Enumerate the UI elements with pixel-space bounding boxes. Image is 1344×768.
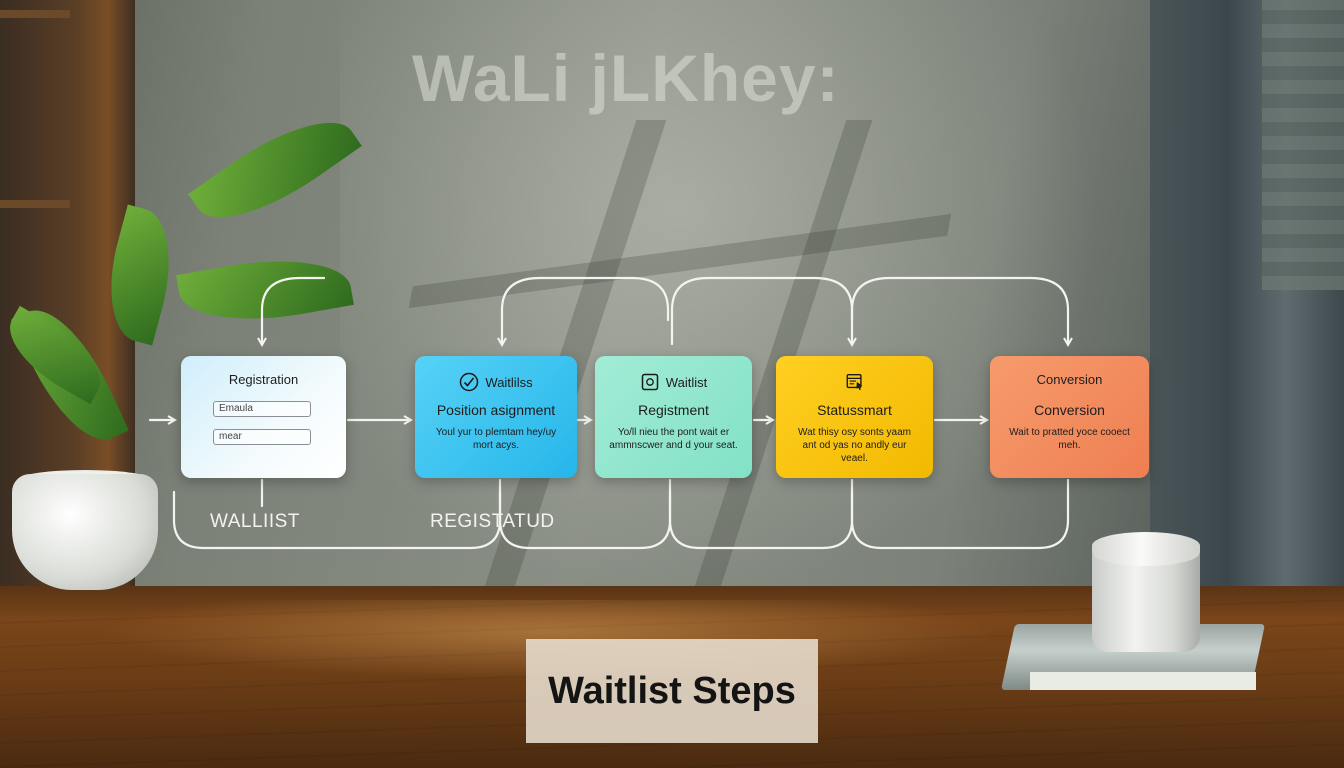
loop-top-3: [670, 276, 852, 344]
window-light: [340, 0, 1100, 600]
email-field[interactable]: Emaula: [213, 401, 311, 417]
card-header: [776, 372, 933, 392]
card-title: Conversion: [1034, 402, 1105, 418]
card-title: Registment: [638, 402, 709, 418]
card-title: Statussmart: [817, 402, 892, 418]
calendar-cursor-icon: [845, 372, 865, 392]
step-card-registration[interactable]: Registration Emaula mear: [181, 356, 346, 478]
card-description: Wait to pratted yoce cooect meh.: [1009, 427, 1130, 451]
card-header: Waitlilss: [415, 372, 577, 392]
shelf-board: [0, 200, 70, 208]
name-field[interactable]: mear: [213, 429, 311, 445]
loop-bottom-4: [850, 478, 1070, 550]
check-circle-icon: [459, 372, 479, 392]
step-card-registment[interactable]: Waitlist Registment Yo/ll nieu the pont …: [595, 356, 752, 478]
card-header: Registration: [181, 372, 346, 387]
card-description: Yo/ll nieu the pont wait er ammnscwer an…: [609, 427, 738, 451]
step-card-status[interactable]: Statussmart Wat thisy osy sonts yaam ant…: [776, 356, 933, 478]
loop-bottom-3: [668, 478, 854, 550]
window: [1262, 0, 1344, 290]
card-header-label: Waitlist: [665, 374, 708, 390]
loop-bottom-2: [498, 478, 672, 550]
card-header-label: Waitlilss: [485, 374, 533, 390]
card-title: Position asignment: [436, 402, 556, 418]
flow-label-waitlist: WALLIIST: [210, 511, 300, 532]
loop-bottom-1: [172, 478, 502, 550]
flow-label-registered: REGISTATUD: [430, 511, 555, 532]
step-card-position-assignment[interactable]: Waitlilss Position asignment Youl yur to…: [415, 356, 577, 478]
document-icon: [640, 372, 660, 392]
loop-top-2: [502, 276, 670, 344]
card-header-label: Registration: [228, 372, 299, 387]
caption-banner: Waitlist Steps: [526, 639, 818, 743]
loop-top-4: [850, 276, 1068, 344]
step-card-conversion[interactable]: Conversion Conversion Wait to pratted yo…: [990, 356, 1149, 478]
shelf-board: [0, 10, 70, 18]
plant-pot: [12, 474, 158, 590]
page-heading: WaLi jLKhey:: [412, 41, 840, 115]
card-header: Waitlist: [595, 372, 752, 392]
jar-lid: [1092, 532, 1200, 566]
card-description: Wat thisy osy sonts yaam ant od yas no a…: [798, 427, 911, 464]
loop-top-1: [262, 276, 326, 344]
card-header: Conversion: [990, 372, 1149, 387]
book-pages: [1030, 672, 1256, 690]
card-description: Youl yur to plemtam hey/uy mort acys.: [435, 427, 557, 451]
card-header-label: Conversion: [1036, 372, 1103, 387]
